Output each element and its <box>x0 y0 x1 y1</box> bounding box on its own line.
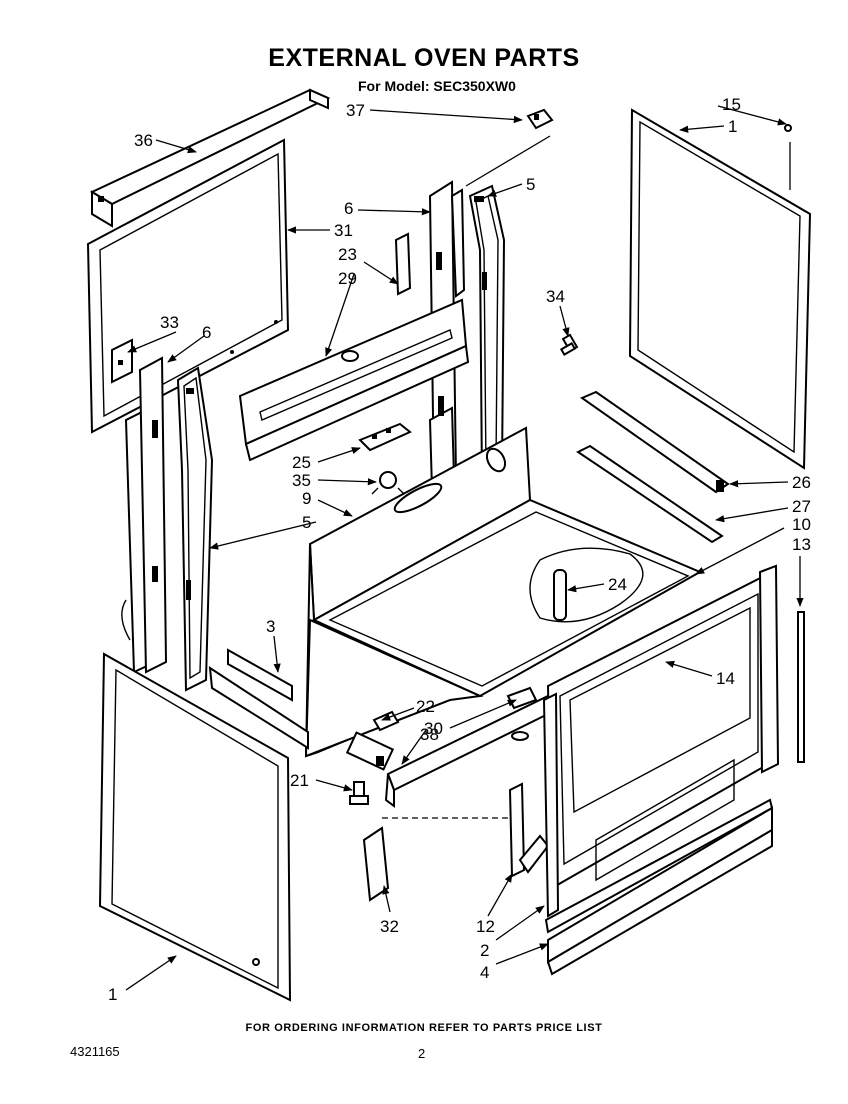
callout-9: 9 <box>302 489 311 508</box>
part-26-rail <box>579 390 730 494</box>
callout-1a: 1 <box>728 117 737 136</box>
leader-lines <box>125 105 804 991</box>
callout-3: 3 <box>266 617 275 636</box>
callout-4: 4 <box>480 963 489 982</box>
callout-6a: 6 <box>344 199 353 218</box>
page-number: 2 <box>418 1046 426 1061</box>
part-33-bracket <box>111 338 133 384</box>
document-number: 4321165 <box>70 1044 120 1059</box>
part-3-bracket <box>208 648 309 750</box>
callout-6b: 6 <box>202 323 211 342</box>
callout-35: 35 <box>292 471 311 490</box>
callout-10: 10 <box>792 515 811 534</box>
callout-37: 37 <box>346 101 365 120</box>
callout-29: 29 <box>338 269 357 288</box>
part-2-side-trim <box>542 564 780 918</box>
callout-30: 30 <box>424 719 443 738</box>
part-31-rear-panel <box>86 138 290 434</box>
callout-1b: 1 <box>108 985 117 1004</box>
callout-12: 12 <box>476 917 495 936</box>
part-23-strip <box>394 232 412 296</box>
callout-31: 31 <box>334 221 353 240</box>
callout-36: 36 <box>134 131 153 150</box>
part-29-cross-support <box>238 298 470 462</box>
part-12-hinge-bracket <box>508 782 550 878</box>
callout-5b: 5 <box>302 513 311 532</box>
page-title: EXTERNAL OVEN PARTS <box>268 44 580 72</box>
part-36-top-trim <box>89 88 331 228</box>
callout-labels: 36 31 23 29 6 5 37 33 6 34 25 35 9 5 3 2… <box>108 95 811 1004</box>
callout-32: 32 <box>380 917 399 936</box>
ordering-info-note: FOR ORDERING INFORMATION REFER TO PARTS … <box>245 1022 603 1034</box>
callout-34: 34 <box>546 287 565 306</box>
callout-38: 38 <box>420 725 439 744</box>
callout-13: 13 <box>792 535 811 554</box>
part-27-rail <box>576 444 724 544</box>
model-subtitle: For Model: SEC350XW0 <box>358 78 516 94</box>
callout-14: 14 <box>716 669 735 688</box>
part-1-side-panel-right <box>628 108 812 470</box>
part-35-thermostat <box>371 471 405 495</box>
part-34-screw <box>559 333 579 356</box>
callout-15: 15 <box>722 95 741 114</box>
part-1-side-panel-left <box>98 652 292 1002</box>
callout-26: 26 <box>792 473 811 492</box>
part-25-terminal-block <box>358 422 412 452</box>
callout-27: 27 <box>792 497 811 516</box>
callout-2: 2 <box>480 941 489 960</box>
callout-5a: 5 <box>526 175 535 194</box>
part-15-screw <box>784 124 792 132</box>
callout-23: 23 <box>338 245 357 264</box>
part-13-rod <box>797 611 805 763</box>
callout-25: 25 <box>292 453 311 472</box>
part-21-leveling-leg <box>345 731 395 805</box>
callout-21: 21 <box>290 771 309 790</box>
part-5-left-rail <box>176 366 214 692</box>
part-6-left-rail <box>121 356 168 674</box>
callout-33: 33 <box>160 313 179 332</box>
callout-24: 24 <box>608 575 627 594</box>
part-24-burner <box>529 547 644 623</box>
part-5-right-rail <box>468 184 506 484</box>
part-37-clip <box>526 108 554 130</box>
part-4-kick-plate <box>544 798 774 976</box>
callout-22: 22 <box>416 697 435 716</box>
